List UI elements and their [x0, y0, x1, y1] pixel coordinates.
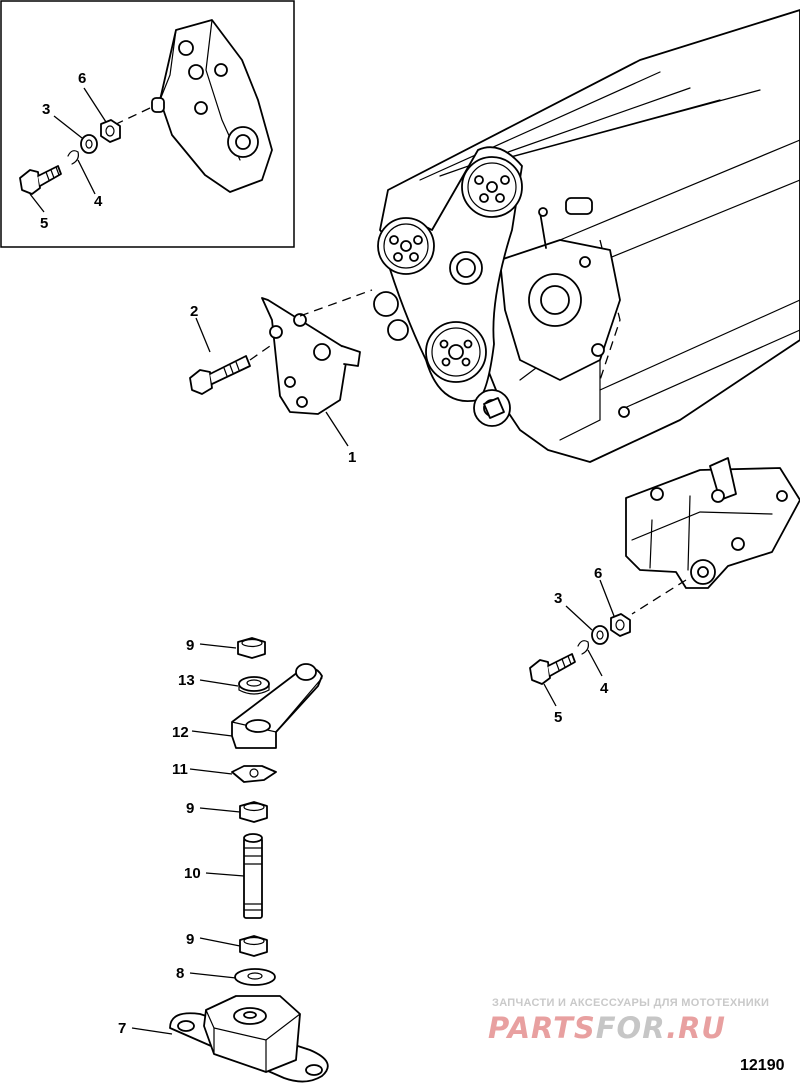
- callout-6: 6: [78, 70, 86, 87]
- mount-tab-washer-11: [231, 765, 277, 783]
- mount-nut-9-middle: [239, 801, 268, 823]
- callout-12: 12: [172, 724, 189, 741]
- callout-11: 11: [172, 761, 188, 778]
- rear-bolt-5: [529, 653, 576, 685]
- callout-1: 1: [348, 449, 356, 466]
- callout-2: 2: [190, 303, 198, 320]
- callout-6: 6: [594, 565, 602, 582]
- callout-5: 5: [554, 709, 562, 726]
- callout-9: 9: [186, 637, 194, 654]
- rear-washer-3: [591, 625, 609, 645]
- inset-front-bracket: [111, 19, 273, 193]
- mount-stud-10: [243, 833, 263, 919]
- mount-nut-9-bottom: [239, 935, 268, 957]
- rear-bracket-leaders: [543, 579, 615, 707]
- front-mount-plate: [261, 289, 373, 415]
- callout-10: 10: [184, 865, 201, 882]
- watermark-brand: PARTSFOR.RU: [488, 1011, 726, 1045]
- callout-3: 3: [554, 590, 562, 607]
- callout-5: 5: [40, 215, 48, 232]
- diagram-number: 12190: [740, 1057, 785, 1074]
- rear-mount-bracket: [625, 457, 800, 615]
- front-plate-leaders: [195, 317, 349, 447]
- mount-washer-13: [238, 676, 270, 695]
- inset-washer-3: [80, 134, 98, 154]
- mount-nut-9-top: [237, 637, 266, 659]
- mount-washer-8: [234, 968, 276, 986]
- callout-4: 4: [600, 680, 609, 697]
- callout-9: 9: [186, 931, 194, 948]
- inset-leaders: [29, 87, 107, 213]
- watermark-brand-for: FOR: [596, 1011, 666, 1045]
- watermark-brand-ru: .RU: [666, 1011, 726, 1045]
- mount-leaders: [131, 643, 245, 1035]
- callout-3: 3: [42, 101, 50, 118]
- rear-nut-6: [610, 613, 631, 637]
- mount-trunnion-12: [231, 663, 323, 749]
- callout-4: 4: [94, 193, 103, 210]
- callout-8: 8: [176, 965, 184, 982]
- front-mount-bolt-2: [189, 345, 271, 395]
- inset-nut-6: [100, 119, 121, 143]
- callout-7: 7: [118, 1020, 126, 1037]
- watermark-tagline: ЗАПЧАСТИ И АКСЕССУАРЫ ДЛЯ МОТОТЕХНИКИ: [492, 997, 769, 1009]
- callout-9: 9: [186, 800, 194, 817]
- inset-frame: [0, 0, 295, 248]
- callout-13: 13: [178, 672, 195, 689]
- inset-bolt-5: [19, 165, 62, 195]
- rear-lockwasher-4: [577, 640, 589, 655]
- engine-block: [373, 9, 800, 463]
- inset-lockwasher-4: [67, 150, 79, 165]
- mount-rubber-base-7: [169, 995, 329, 1083]
- watermark-brand-parts: PARTS: [488, 1011, 596, 1045]
